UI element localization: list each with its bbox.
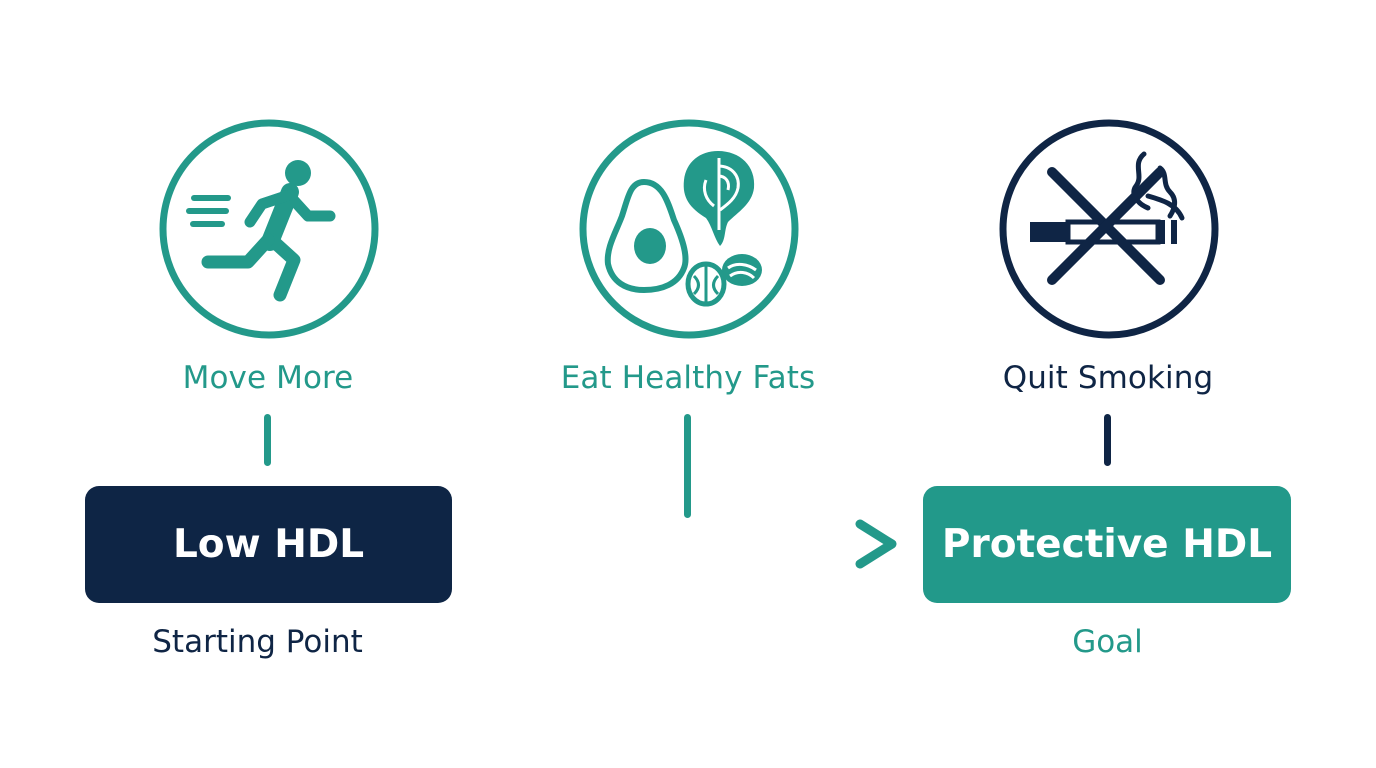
connector-quit-smoking	[1104, 414, 1111, 466]
avocado-icon	[604, 178, 689, 294]
progress-arrow	[467, 519, 897, 569]
goal-box: Protective HDL	[923, 486, 1291, 603]
step-label-eat-healthy-fats: Eat Healthy Fats	[560, 360, 816, 396]
step-label-move-more: Move More	[182, 360, 354, 396]
running-person-icon	[159, 119, 379, 339]
start-box: Low HDL	[85, 486, 452, 603]
start-caption: Starting Point	[152, 624, 363, 660]
healthy-fats-icon	[579, 119, 799, 339]
step-label-quit-smoking: Quit Smoking	[1002, 360, 1214, 396]
goal-caption: Goal	[1072, 624, 1143, 660]
no-smoking-icon	[999, 119, 1219, 339]
connector-eat-healthy-fats	[684, 414, 691, 518]
goal-box-label: Protective HDL	[941, 522, 1273, 567]
start-box-label: Low HDL	[172, 522, 365, 567]
walnut-icon	[685, 254, 762, 307]
salmon-steak-icon	[683, 151, 755, 246]
connector-move-more	[264, 414, 271, 466]
